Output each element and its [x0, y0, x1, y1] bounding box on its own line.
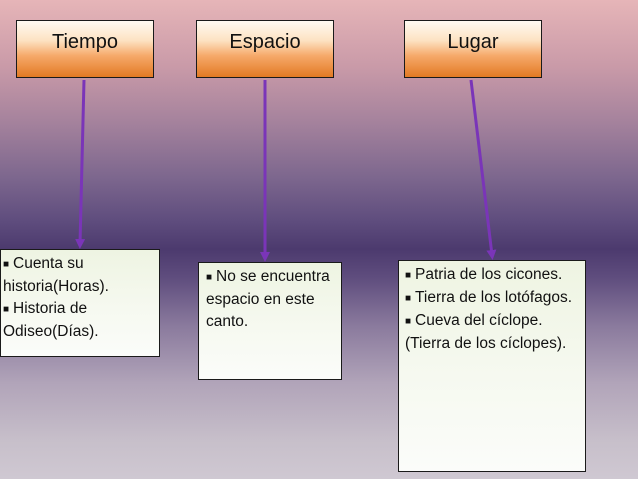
- list-item: ■Cuenta su historia(Horas).: [3, 253, 155, 298]
- content-box-tiempo: ■Cuenta su historia(Horas). ■Historia de…: [0, 249, 160, 357]
- list-item: ■Cueva del cíclope.(Tierra de los cíclop…: [405, 310, 581, 355]
- square-bullet-icon: ■: [3, 259, 10, 270]
- list-item-text: Patria de los cicones.: [415, 266, 563, 283]
- list-item: ■Tierra de los lotófagos.: [405, 287, 581, 310]
- content-box-espacio: ■No se encuentra espacio en este canto.: [198, 262, 342, 380]
- arrow-lugar: [469, 79, 497, 260]
- header-lugar: Lugar: [404, 20, 542, 78]
- square-bullet-icon: ■: [3, 304, 10, 315]
- square-bullet-icon: ■: [206, 272, 213, 283]
- list-item-text: Cuenta su historia(Horas).: [3, 255, 109, 295]
- header-lugar-label: Lugar: [447, 31, 499, 53]
- arrow-tiempo: [75, 79, 86, 249]
- list-item-text: No se encuentra espacio en este canto.: [206, 268, 330, 330]
- list-item: ■No se encuentra espacio en este canto.: [206, 266, 337, 333]
- list-item-text: Tierra de los lotófagos.: [415, 289, 573, 306]
- content-box-lugar: ■Patria de los cicones. ■Tierra de los l…: [398, 260, 586, 472]
- square-bullet-icon: ■: [405, 270, 412, 281]
- header-espacio-label: Espacio: [229, 31, 301, 53]
- list-item: ■Patria de los cicones.: [405, 264, 581, 287]
- header-espacio: Espacio: [196, 20, 334, 78]
- header-tiempo: Tiempo: [16, 20, 154, 78]
- header-tiempo-label: Tiempo: [52, 31, 118, 53]
- list-item: ■Historia de Odiseo(Días).: [3, 298, 155, 343]
- list-item-text: Cueva del cíclope.(Tierra de los cíclope…: [405, 312, 567, 352]
- square-bullet-icon: ■: [405, 293, 412, 304]
- square-bullet-icon: ■: [405, 316, 412, 327]
- list-item-text: Historia de Odiseo(Días).: [3, 300, 99, 340]
